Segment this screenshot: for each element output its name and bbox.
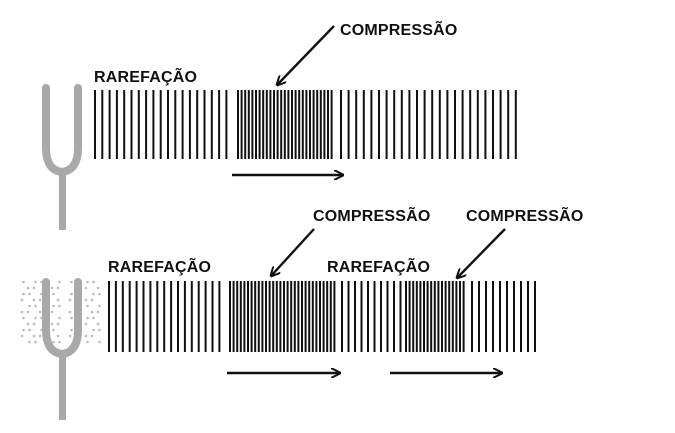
vibration-dot [52,328,55,332]
vibration-dot [86,304,89,308]
vibration-dot [70,328,73,332]
vibration-dot [26,310,30,314]
bottom-wave-lines [108,281,536,352]
vibration-dot [86,280,89,284]
vibration-dot [50,286,54,290]
vibrating-tuning-fork-icon [20,278,101,420]
bottom-compression-label-1: COMPRESSÃO [313,205,431,225]
bottom-rarefaction-label-2: RAREFAÇÃO [327,256,430,276]
vibration-dot [84,322,88,326]
vibration-dot [34,340,37,344]
vibration-dot [20,334,24,338]
vibration-dot [50,322,54,326]
vibration-dot [38,298,42,302]
top-compression-label: COMPRESSÃO [340,19,458,39]
vibration-dot [84,298,88,302]
top-rarefaction-label: RAREFAÇÃO [94,66,197,86]
vibration-dot [70,280,73,284]
vibration-dot [92,280,95,284]
vibration-dot [56,322,60,326]
vibration-dot [28,304,31,308]
vibration-dot [90,334,94,338]
vibration-dot [32,286,36,290]
bottom-compression-pointer-icon-2 [457,228,506,278]
vibration-dot [38,310,42,314]
vibration-dot [20,310,24,314]
vibration-dot [90,310,94,314]
tuning-fork-icon [42,84,82,230]
vibration-dot [56,334,60,338]
vibration-dot [70,292,73,296]
vibration-dot [58,304,61,308]
vibration-dot [92,328,95,332]
bottom-rarefaction-label-1: RAREFAÇÃO [108,256,211,276]
vibration-dot [58,316,61,320]
vibration-dot [38,334,42,338]
vibration-dot [22,292,25,296]
vibration-dot [68,334,72,338]
vibration-dot [98,340,101,344]
vibration-dot [70,316,73,320]
vibration-dot [22,328,25,332]
vibration-dot [34,280,37,284]
top-wave-lines [94,90,517,159]
vibration-dot [28,292,31,296]
vibration-dot [56,286,60,290]
vibration-dot [28,340,31,344]
vibration-dot [84,286,88,290]
vibration-dot [58,340,61,344]
vibration-dot [96,286,100,290]
vibration-dot [68,298,72,302]
top-compression-pointer-icon [277,25,335,85]
vibration-dots [20,280,101,344]
vibration-dot [20,298,24,302]
vibration-dot [92,316,95,320]
vibration-dot [68,310,72,314]
vibration-dot [92,292,95,296]
vibration-dot [26,322,30,326]
vibration-dot [34,316,37,320]
vibration-dot [32,334,36,338]
vibration-dot [28,328,31,332]
vibration-dot [96,310,100,314]
vibration-dot [34,304,37,308]
bottom-compression-pointer-icon-1 [271,228,315,276]
vibration-dot [22,316,25,320]
vibration-dot [90,298,94,302]
vibration-dot [26,286,30,290]
vibration-dot [52,292,55,296]
vibration-dot [50,310,54,314]
vibration-dot [52,304,55,308]
vibration-dot [32,298,36,302]
vibration-dot [86,340,89,344]
vibration-dot [98,292,101,296]
vibration-dot [32,322,36,326]
vibration-dot [96,322,100,326]
vibration-dot [86,316,89,320]
vibration-dot [98,304,101,308]
vibration-dot [22,280,25,284]
bottom-compression-label-2: COMPRESSÃO [466,205,584,225]
vibration-dot [84,334,88,338]
vibration-dot [58,280,61,284]
vibration-dot [52,340,55,344]
vibration-dot [56,298,60,302]
vibration-dot [98,328,101,332]
